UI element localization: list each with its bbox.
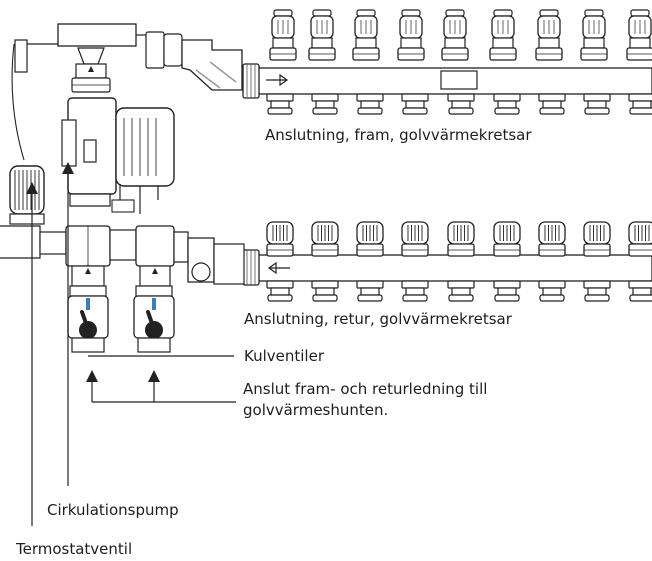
- sensor-bracket: [11, 23, 243, 161]
- ball-valve-right: [133, 285, 175, 353]
- return-outlet-valves: [266, 221, 652, 257]
- connect-lines-label: Anslut fram- och returledning till golvv…: [243, 379, 487, 421]
- return-body: [65, 225, 245, 287]
- thermostat-valve-label: Termostatventil: [16, 540, 133, 558]
- supply-bottom-fittings: [266, 93, 652, 115]
- supply-connection-label: Anslutning, fram, golvvärmekretsar: [265, 126, 532, 144]
- ball-valves: [67, 285, 175, 353]
- return-connection-label: Anslutning, retur, golvvärmekretsar: [244, 310, 512, 328]
- connect-lines-line-1: Anslut fram- och returledning till: [243, 380, 488, 398]
- circulation-pump-label: Cirkulationspump: [47, 501, 179, 519]
- return-bottom-fittings: [266, 280, 652, 302]
- supply-outlet-valves: [269, 9, 652, 61]
- supply-manifold: [242, 9, 652, 115]
- leader-lines: [26, 162, 236, 526]
- ball-valve-left: [67, 285, 109, 353]
- ball-valves-label: Kulventiler: [244, 347, 324, 365]
- connect-lines-line-2: golvvärmeshunten.: [243, 401, 389, 419]
- supply-riser: [71, 47, 111, 93]
- return-manifold: [242, 221, 652, 302]
- circulation-pump: [61, 97, 175, 214]
- thermostat-valve-head: [0, 165, 67, 259]
